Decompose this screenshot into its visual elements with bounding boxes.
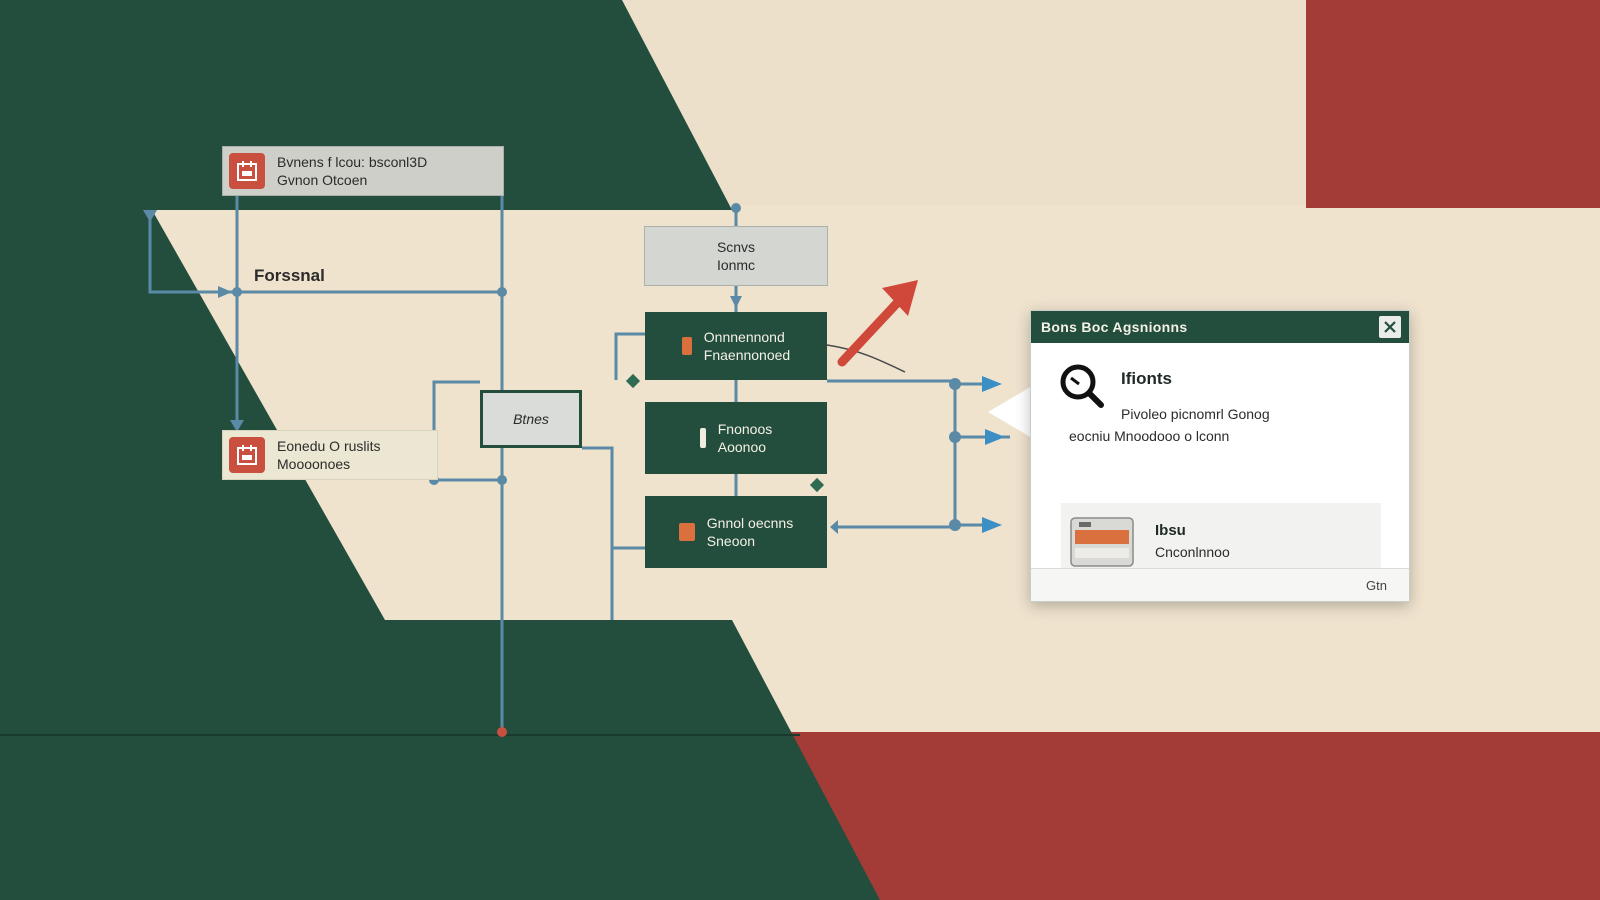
dialog-text-line: Pivoleo picnomrl Gonog bbox=[1121, 406, 1270, 422]
dialog-card-text: Ibsu Cnconlnnoo bbox=[1155, 520, 1230, 562]
node-center-small[interactable]: Btnes bbox=[480, 390, 582, 448]
dialog-titlebar: Bons Boc Agsnionns bbox=[1031, 311, 1409, 343]
search-icon bbox=[1060, 364, 1104, 408]
node-label-line: Bvnens f lcou: bsconl3D bbox=[277, 154, 428, 170]
junction-dot bbox=[497, 287, 507, 297]
junction-dot bbox=[497, 475, 507, 485]
dialog-text-line: eocniu Mnoodooo o lconn bbox=[1069, 428, 1230, 444]
dialog-pointer bbox=[988, 386, 1032, 438]
node-green-1[interactable]: Onnnennond Fnaennonoed bbox=[645, 312, 827, 380]
node-label-line: Fnaennonoed bbox=[703, 347, 791, 363]
node-mid-left-label: Eonedu O ruslits Moooonoes bbox=[277, 437, 381, 473]
node-label-line: Moooonoes bbox=[277, 456, 351, 472]
node-top-center-label: Scnvs Ionmc bbox=[717, 238, 755, 274]
calendar-icon bbox=[229, 437, 265, 473]
red-arrow-head bbox=[882, 280, 918, 316]
green-top-shape bbox=[0, 0, 732, 210]
junction-dot bbox=[949, 431, 961, 443]
junction-dot bbox=[949, 378, 961, 390]
arrowhead-right bbox=[218, 286, 232, 298]
node-green-1-label: Onnnennond Fnaennonoed bbox=[704, 328, 790, 364]
connector-center-down bbox=[582, 446, 614, 620]
junction-dot bbox=[949, 519, 961, 531]
detail-dialog[interactable]: Bons Boc Agsnionns Ifionts Pivoleo picno… bbox=[1030, 310, 1410, 602]
node-label-line: Ionmc bbox=[716, 257, 756, 273]
node-label-line: Eonedu O ruslits bbox=[277, 438, 381, 454]
arrowhead-down bbox=[230, 420, 244, 432]
status-chip-icon bbox=[678, 523, 695, 541]
calendar-icon bbox=[229, 153, 265, 189]
card-title: Ibsu bbox=[1155, 522, 1186, 539]
node-mid-left[interactable]: Eonedu O ruslits Moooonoes bbox=[222, 430, 438, 480]
footer-button[interactable]: Gtn bbox=[1366, 577, 1387, 593]
node-green-2-label: Fnonoos Aoonoo bbox=[718, 420, 772, 456]
junction-dot bbox=[731, 203, 741, 213]
node-label-line: Aoonoo bbox=[717, 439, 767, 455]
arrowhead-down bbox=[143, 210, 157, 222]
node-label-line: Gnnol oecnns bbox=[706, 515, 794, 531]
node-label-line: Onnnennond bbox=[703, 329, 785, 345]
node-green-2[interactable]: Fnonoos Aoonoo bbox=[645, 402, 827, 474]
node-top-center[interactable]: Scnvs Ionmc bbox=[644, 226, 828, 286]
red-arrow-icon bbox=[837, 280, 918, 367]
close-button[interactable] bbox=[1379, 316, 1401, 338]
close-icon bbox=[1384, 321, 1396, 333]
red-arrow-shaft bbox=[837, 297, 903, 367]
dialog-footer: Gtn bbox=[1031, 568, 1409, 601]
end-dot bbox=[497, 727, 507, 737]
node-green-3-label: Gnnol oecnns Sneoon bbox=[707, 514, 793, 550]
dialog-body: Ifionts Pivoleo picnomrl Gonog eocniu Mn… bbox=[1031, 343, 1409, 579]
info-icon bbox=[699, 428, 706, 448]
device-thumbnail-icon bbox=[1070, 517, 1134, 567]
arrowhead-down bbox=[730, 296, 742, 308]
arrowhead-right bbox=[985, 429, 1005, 445]
node-label-line: Fnonoos bbox=[717, 421, 773, 437]
arrowhead-right bbox=[982, 376, 1002, 392]
dialog-heading: Ifionts bbox=[1121, 369, 1172, 388]
label-forssnal: Forssnal bbox=[254, 266, 325, 285]
card-subtitle: Cnconlnnoo bbox=[1155, 544, 1230, 560]
node-top-left[interactable]: Bvnens f lcou: bsconl3D Gvnon Otcoen bbox=[222, 146, 504, 196]
node-label-line: Gvnon Otcoen bbox=[277, 172, 368, 188]
arrowhead-left bbox=[830, 520, 838, 534]
connector-left-entry bbox=[148, 212, 237, 294]
node-label-line: Sneoon bbox=[706, 533, 756, 549]
arrowheads bbox=[143, 210, 1005, 737]
red-top-right-block bbox=[1306, 0, 1600, 208]
green-left-shape bbox=[0, 210, 880, 900]
diamond-marker bbox=[809, 477, 825, 493]
node-top-left-label: Bvnens f lcou: bsconl3D Gvnon Otcoen bbox=[277, 153, 427, 189]
node-green-3[interactable]: Gnnol oecnns Sneoon bbox=[645, 496, 827, 568]
diamond-marker bbox=[625, 373, 641, 389]
junction-dot bbox=[232, 287, 242, 297]
connector-lines bbox=[148, 196, 1010, 730]
dialog-summary: Ifionts bbox=[1057, 361, 1387, 409]
connector-curve bbox=[826, 344, 906, 373]
connector-to-green1 bbox=[614, 332, 645, 380]
node-label-line: Scnvs bbox=[716, 239, 756, 255]
node-center-small-label: Btnes bbox=[513, 411, 549, 427]
dialog-title: Bons Boc Agsnionns bbox=[1041, 319, 1188, 335]
status-chip-icon bbox=[681, 337, 692, 355]
dialog-item-card[interactable]: Ibsu Cnconlnnoo bbox=[1061, 503, 1381, 579]
arrowhead-right bbox=[982, 517, 1002, 533]
